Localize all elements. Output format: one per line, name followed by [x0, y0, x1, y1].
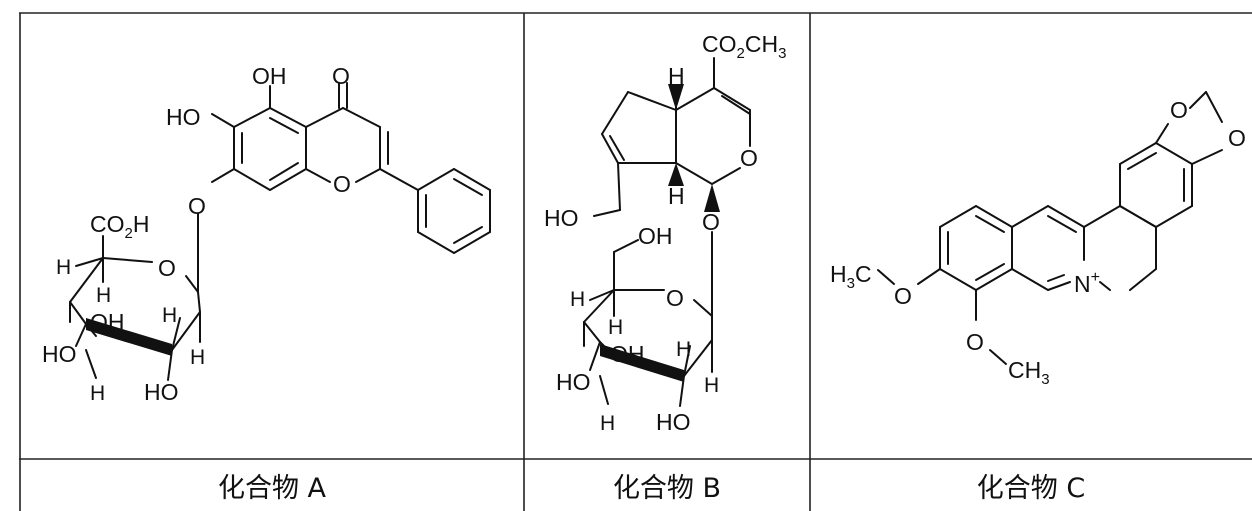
label-h-bottom: H [668, 183, 685, 209]
label-oh-c3: OH [610, 341, 645, 367]
table-grid [19, 12, 1252, 511]
label-ho-c2: HO [656, 409, 691, 435]
compound-c-structure: O O H3C O N+ O CH3 [830, 91, 1246, 388]
label-o-left: O [894, 283, 912, 309]
label-h-c5: H [56, 256, 71, 279]
caption-compound-b: 化合物 B [612, 472, 722, 504]
bold-front-bond [600, 344, 684, 382]
label-oxo: O [332, 63, 350, 89]
label-o-link: O [702, 209, 720, 235]
label-h-c4: H [570, 288, 585, 311]
wedge-bottom-h [668, 163, 684, 186]
label-oh-ch2: OH [638, 223, 673, 249]
label-ho-c2: HO [144, 379, 179, 405]
label-h-c2: H [162, 304, 177, 327]
label-o-pyran: O [740, 145, 758, 171]
wedge-o-link [704, 184, 720, 212]
label-o-link: O [188, 193, 206, 219]
label-oh-c3: OH [90, 309, 125, 335]
label-ho-ch2: HO [544, 205, 579, 231]
label-ho-c4: HO [42, 341, 77, 367]
label-glc-o: O [666, 285, 684, 311]
label-o-top: O [1170, 97, 1188, 123]
label-co2h: CO2H [90, 211, 149, 242]
label-h3c: H3C [830, 261, 872, 292]
wedge-top-h [668, 84, 684, 110]
label-ho-c4: HO [556, 369, 591, 395]
label-oh5: OH [252, 63, 287, 89]
compound-a-structure: OH O HO O O CO2H O H H OH H H HO H HO [42, 63, 491, 405]
label-h-c4a: H [96, 284, 111, 307]
label-h-c1: H [190, 346, 205, 369]
caption-compound-a: 化合物 A [217, 472, 327, 504]
label-glc-o: O [158, 255, 176, 281]
label-h-c2: H [676, 338, 691, 361]
label-co2ch3: CO2CH3 [702, 31, 786, 62]
label-h-c3: H [90, 382, 105, 405]
label-o-right: O [1228, 125, 1246, 151]
label-n-plus: N+ [1074, 269, 1100, 297]
label-o-bottom: O [966, 329, 984, 355]
label-h-c4b: H [608, 316, 623, 339]
compound-b-structure: CO2CH3 H O H HO O OH O H H OH H H HO H H… [544, 31, 786, 435]
label-h-c3: H [600, 412, 615, 435]
label-ho6: HO [166, 104, 201, 130]
label-o-ring: O [333, 171, 351, 197]
caption-compound-c: 化合物 C [976, 472, 1086, 504]
label-h-top: H [668, 63, 685, 89]
label-ch3: CH3 [1008, 357, 1050, 388]
label-h-c1: H [704, 374, 719, 397]
